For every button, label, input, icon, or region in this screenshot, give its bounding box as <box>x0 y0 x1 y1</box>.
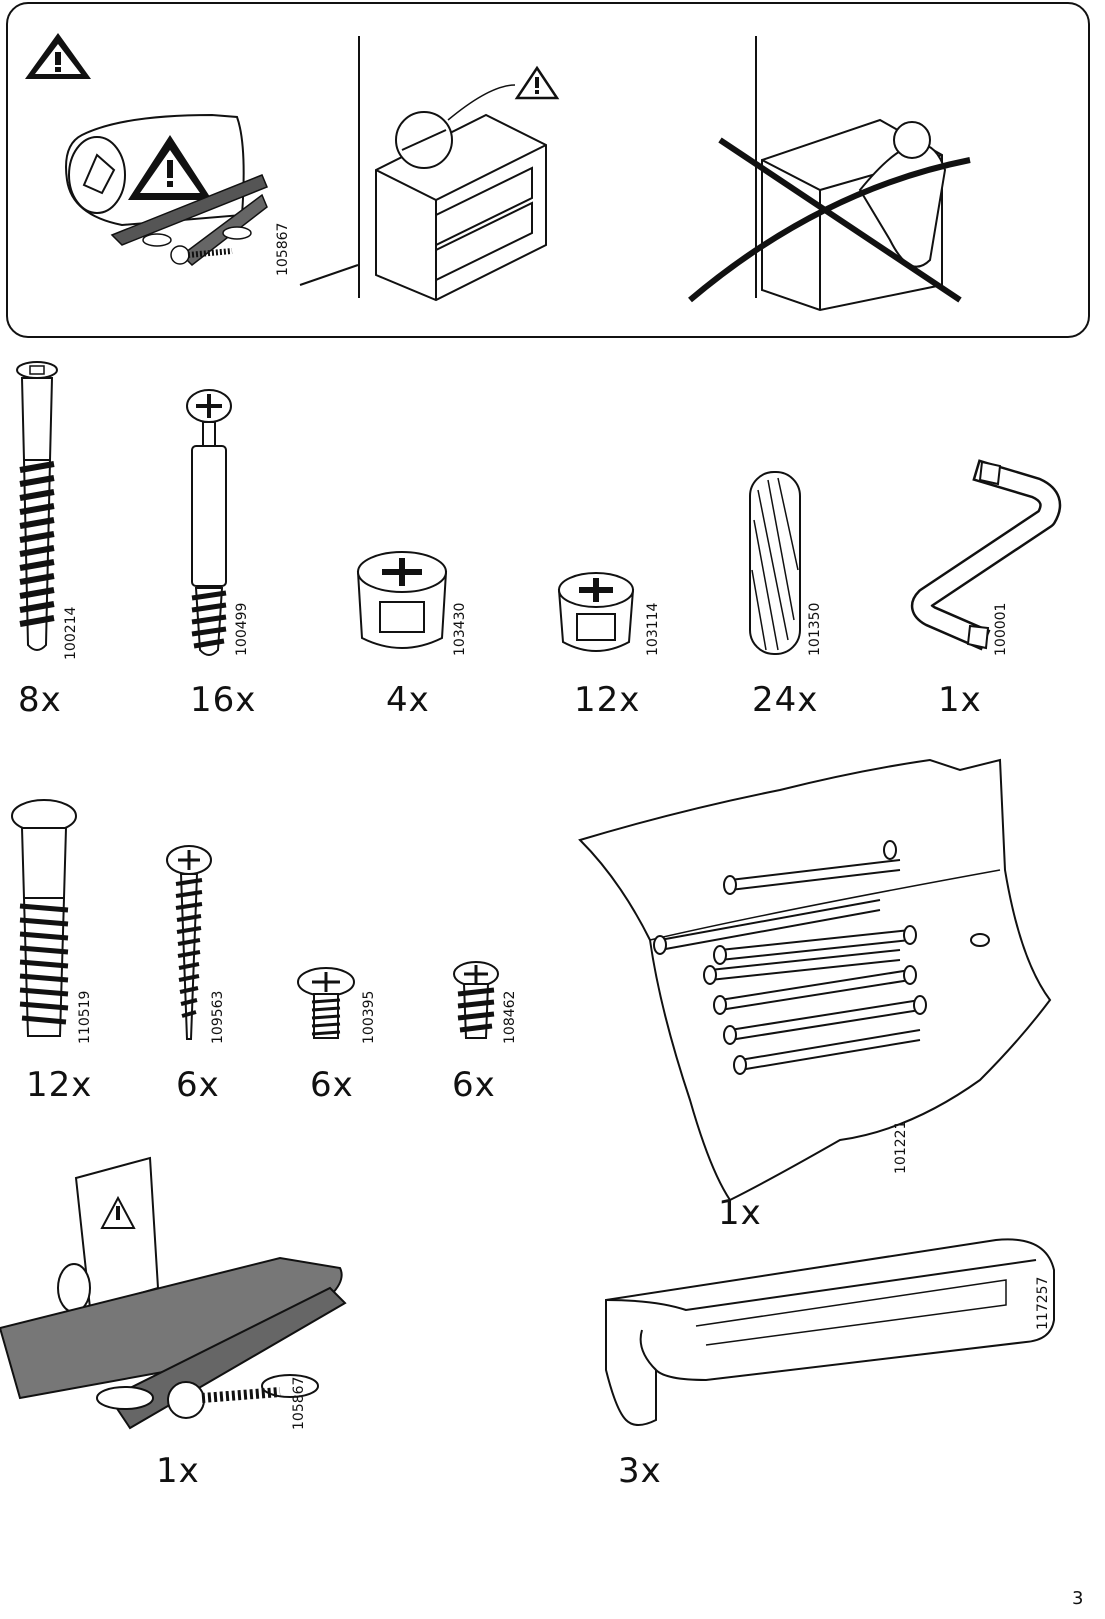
machine-screw-illustration <box>297 967 355 1039</box>
quantity-label: 16x <box>190 680 257 720</box>
expansion-plug-illustration <box>11 799 77 1037</box>
cam-lock-illustration <box>557 572 635 652</box>
article-number: 103430 <box>452 602 468 656</box>
wood-screw-illustration <box>166 845 212 1040</box>
article-number: 117257 <box>1035 1276 1051 1330</box>
page-number: 3 <box>1072 1588 1084 1609</box>
quantity-label: 3x <box>618 1451 662 1491</box>
nails-bag-illustration <box>578 758 1052 1202</box>
article-number: 101350 <box>807 602 823 656</box>
warning-triangle-icon <box>514 65 560 100</box>
cam-screw-illustration <box>16 361 58 651</box>
article-number: 110519 <box>77 990 93 1044</box>
article-number: 100214 <box>63 606 79 660</box>
article-number: 105867 <box>291 1376 307 1430</box>
article-number: 101221 <box>893 1120 909 1174</box>
quantity-label: 12x <box>26 1065 93 1105</box>
do-not-climb-illustration <box>688 118 971 312</box>
article-number: 109563 <box>210 990 226 1044</box>
anti-tip-kit-illustration <box>0 1156 347 1430</box>
wooden-dowel-illustration <box>749 471 801 655</box>
quantity-label: 24x <box>752 680 819 720</box>
anti-tip-kit-illustration <box>65 113 268 266</box>
article-number: 100499 <box>234 602 250 656</box>
article-number: 100395 <box>361 990 377 1044</box>
article-number: 103114 <box>645 602 661 656</box>
quantity-label: 6x <box>176 1065 220 1105</box>
quantity-label: 1x <box>718 1193 762 1233</box>
dresser-wall-illustration <box>299 84 547 302</box>
cam-bolt-illustration <box>186 389 232 656</box>
quantity-label: 8x <box>18 680 62 720</box>
cam-lock-illustration <box>356 551 448 649</box>
euro-screw-illustration <box>453 961 499 1039</box>
warning-triangle-icon <box>25 33 91 79</box>
quantity-label: 1x <box>156 1451 200 1491</box>
article-number: 100001 <box>993 602 1009 656</box>
article-number: 108462 <box>502 990 518 1044</box>
safety-warning-panel <box>6 2 1090 338</box>
quantity-label: 4x <box>386 680 430 720</box>
quantity-label: 6x <box>452 1065 496 1105</box>
panel-divider <box>358 36 360 298</box>
quantity-label: 1x <box>938 680 982 720</box>
allen-key-illustration <box>910 459 1062 651</box>
quantity-label: 12x <box>574 680 641 720</box>
quantity-label: 6x <box>310 1065 354 1105</box>
article-number: 105867 <box>275 222 291 276</box>
drawer-handle-illustration <box>605 1238 1055 1426</box>
